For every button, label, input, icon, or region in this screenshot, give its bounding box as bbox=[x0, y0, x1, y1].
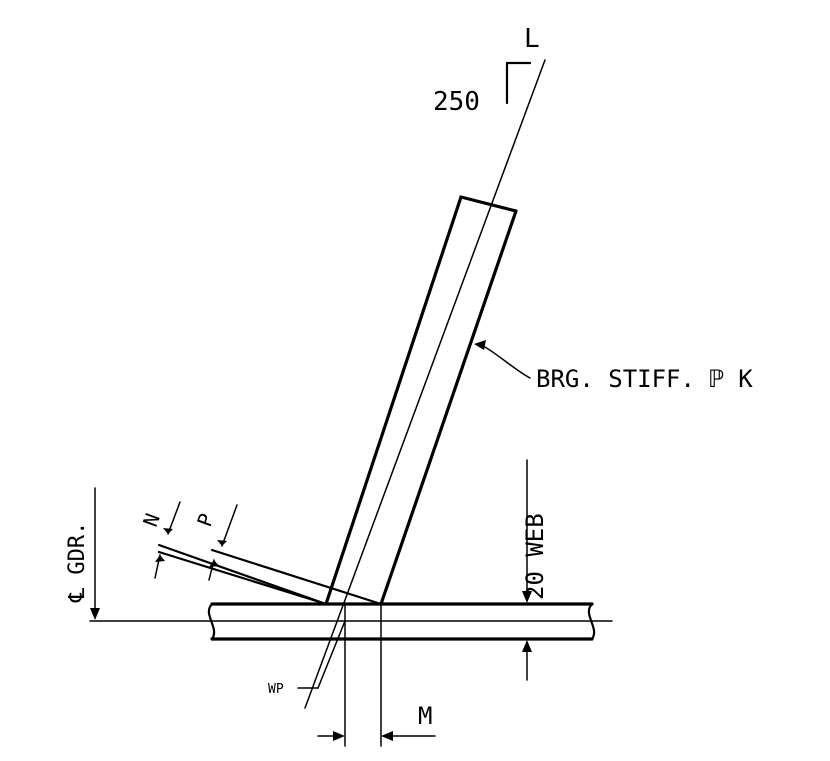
web-thickness-dim bbox=[522, 459, 532, 681]
dim-250-label: 250 bbox=[433, 87, 480, 117]
stiffener-centerline bbox=[304, 59, 546, 709]
bearing-stiffener-plate bbox=[324, 195, 518, 606]
dim-m-marks bbox=[317, 603, 436, 747]
dim-n-marks bbox=[154, 501, 181, 579]
callout-l-label: L bbox=[524, 24, 540, 54]
section-mark-250 bbox=[505, 61, 532, 105]
girder-cl-leader bbox=[90, 487, 100, 620]
dim-n-label: N bbox=[138, 510, 165, 530]
centerline-girder-label: ℄ GDR. bbox=[65, 522, 90, 603]
work-point-leader bbox=[297, 620, 346, 689]
dim-m-label: M bbox=[418, 702, 432, 730]
work-point-label: WP bbox=[268, 682, 284, 697]
stiffener-skew-lines bbox=[157, 543, 383, 606]
dim-p-label: P bbox=[192, 510, 219, 530]
dim-p-marks bbox=[208, 504, 238, 581]
web-thickness-label: 20 WEB bbox=[521, 513, 549, 600]
stiffener-callout-label: BRG. STIFF. ℙ K bbox=[536, 365, 753, 393]
stiffener-callout-leader bbox=[474, 340, 531, 379]
